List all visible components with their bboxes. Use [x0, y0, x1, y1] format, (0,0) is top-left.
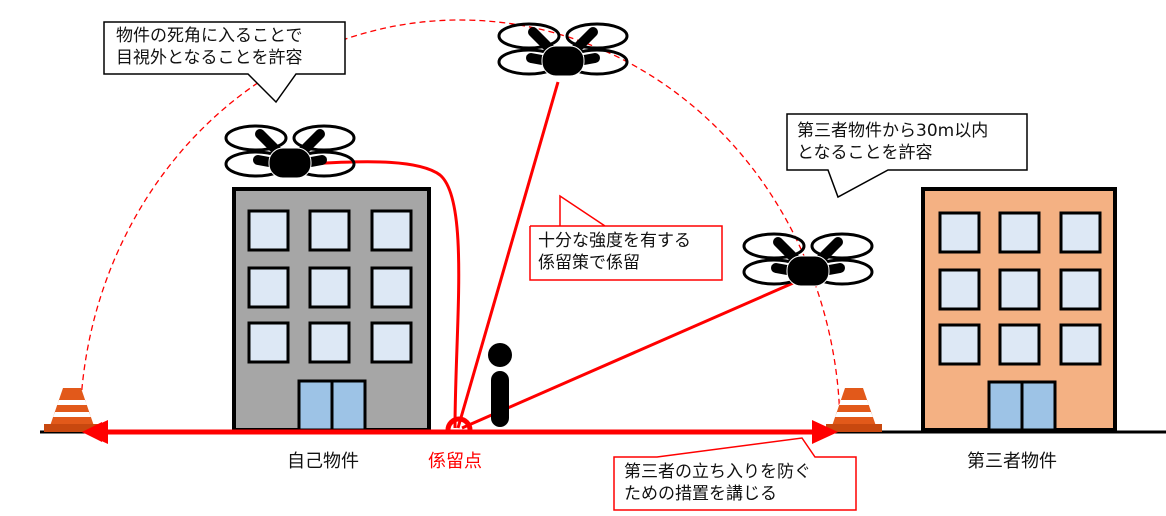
- callout-entry-shape: [613, 437, 857, 511]
- tether-point-label: 係留点: [428, 451, 482, 472]
- person-icon: [488, 343, 512, 427]
- callout-blindspot-shape: [103, 21, 346, 104]
- drone-top-icon: [499, 24, 627, 76]
- callout-blindspot: 物件の死角に入ることで 目視外となることを許容: [116, 25, 303, 69]
- callout-30m-line2: となることを許容: [797, 143, 933, 163]
- callout-30m-shape: [786, 113, 1028, 199]
- callout-blindspot-line2: 目視外となることを許容: [116, 48, 303, 68]
- tether-to-right-drone: [461, 278, 801, 430]
- callout-entry: 第三者の立ち入りを防ぐ ための措置を講じる: [624, 461, 811, 505]
- own-building: [232, 187, 431, 432]
- callout-tether-line2: 係留策で係留: [538, 253, 640, 273]
- callout-30m: 第三者物件から30m以内 となることを許容: [797, 120, 988, 164]
- callout-tether-shape: [529, 194, 723, 281]
- restricted-area-arrow: [82, 420, 838, 444]
- tether-to-blindspot-drone: [309, 160, 461, 429]
- callout-tether: 十分な強度を有する 係留策で係留: [538, 230, 691, 274]
- callout-tether-line1: 十分な強度を有する: [538, 231, 691, 251]
- own-building-label: 自己物件: [287, 451, 359, 472]
- tether-lines: [309, 81, 801, 430]
- traffic-cone-right-icon: [826, 388, 882, 432]
- tether-to-top-drone: [456, 81, 560, 429]
- callout-entry-line2: ための措置を講じる: [624, 484, 777, 504]
- flight-range-arc: [79, 19, 841, 431]
- traffic-cone-left-icon: [44, 388, 100, 432]
- drone-right-icon: [744, 234, 872, 286]
- tether-anchor-icon: [445, 416, 473, 431]
- third-party-building: [921, 187, 1117, 432]
- callout-entry-line1: 第三者の立ち入りを防ぐ: [624, 462, 811, 482]
- callout-blindspot-line1: 物件の死角に入ることで: [116, 26, 303, 46]
- third-party-building-label: 第三者物件: [967, 451, 1057, 472]
- callout-30m-line1: 第三者物件から30m以内: [797, 121, 989, 141]
- drone-blindspot-icon: [226, 126, 354, 178]
